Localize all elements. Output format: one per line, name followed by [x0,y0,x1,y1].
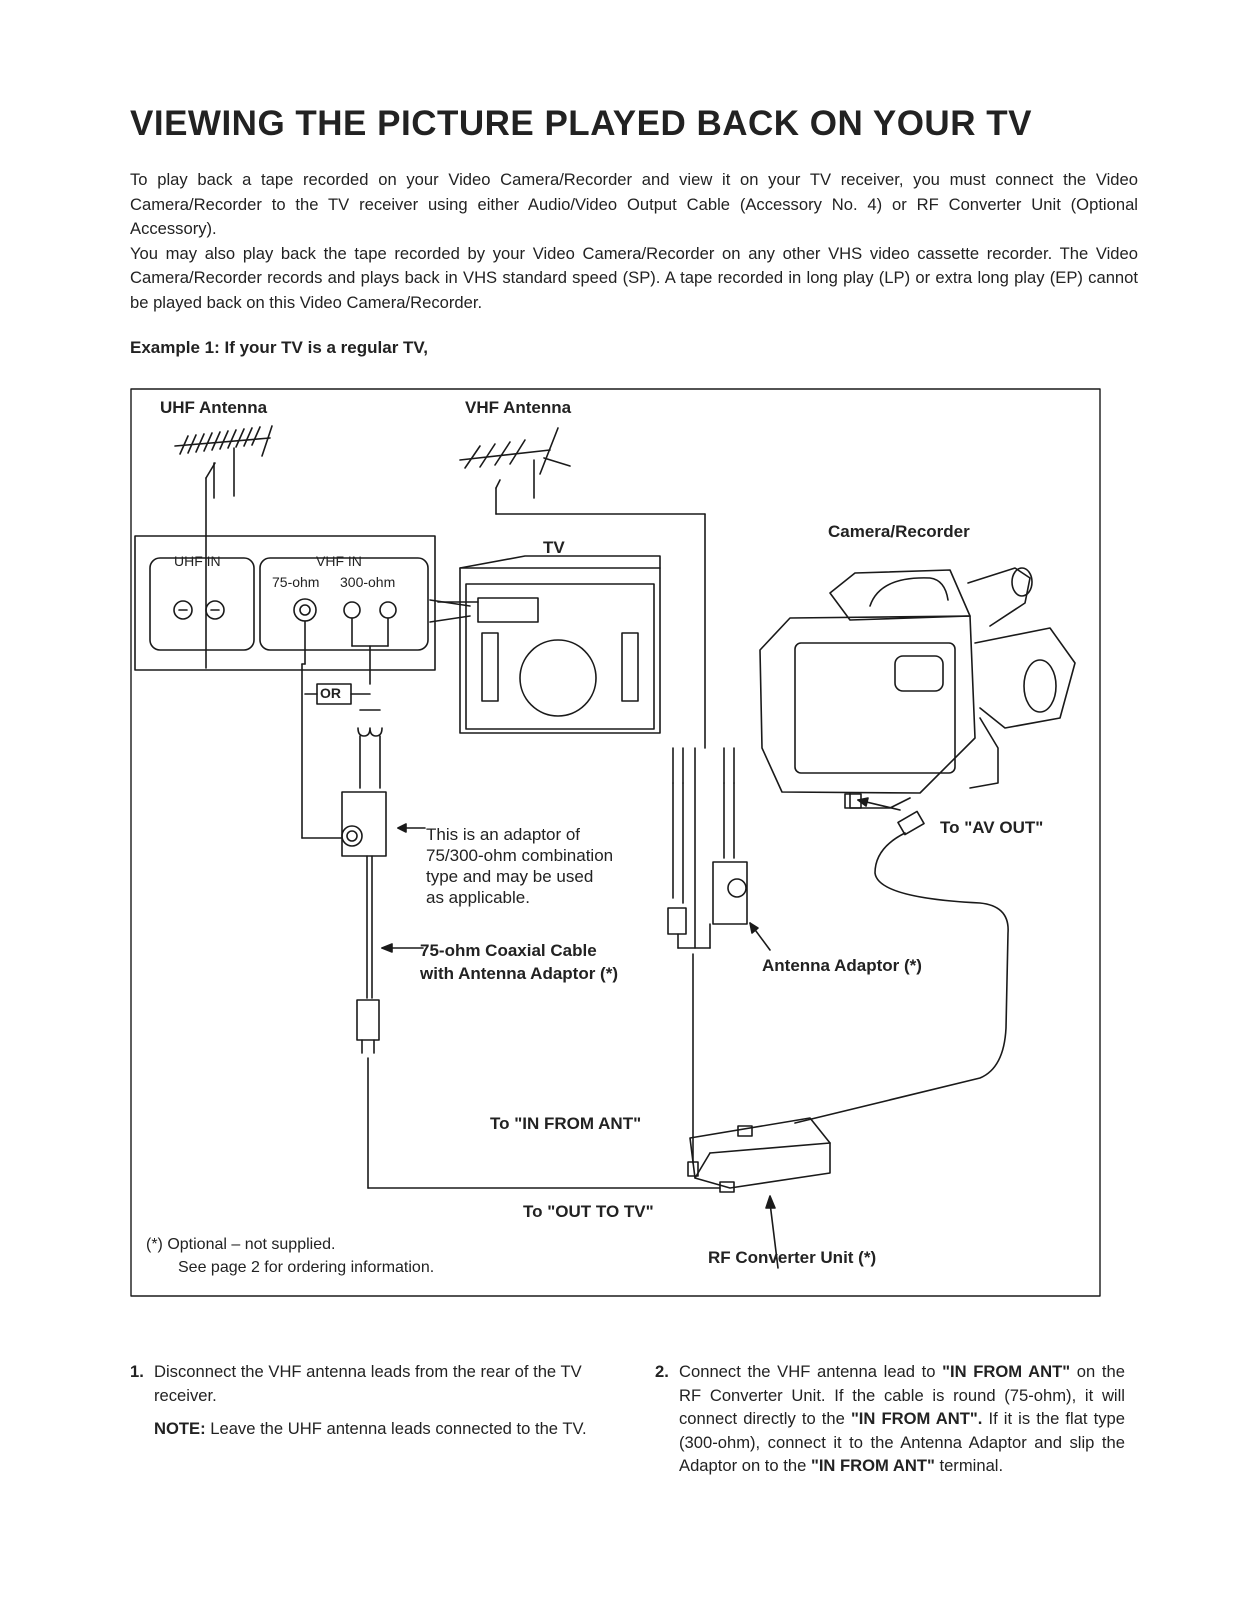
antenna-adaptor-label: Antenna Adaptor (*) [762,956,922,975]
coax-note-line-1: 75-ohm Coaxial Cable [420,941,597,960]
to-in-from-ant-label: To "IN FROM ANT" [490,1114,642,1133]
to-av-out-label: To "AV OUT" [940,818,1044,837]
step-2-text: Connect the VHF antenna lead to "IN FROM… [679,1360,1125,1478]
optional-note-line-1: (*) Optional – not supplied. [146,1236,336,1253]
step-1-note: NOTE: Leave the UHF antenna leads connec… [154,1417,600,1441]
antenna-adaptor-drawing [667,747,771,951]
connection-diagram: UHF Antenna VHF Antenna TV Camera/Record… [130,388,1130,1331]
intro-paragraph-1: To play back a tape recorded on your Vid… [130,170,1138,238]
vhf-antenna-label: VHF Antenna [465,398,572,417]
step-2-text-part-4: terminal. [939,1456,1004,1475]
step-1: 1. Disconnect the VHF antenna leads from… [130,1360,600,1441]
note-text: Leave the UHF antenna leads connected to… [210,1419,587,1438]
camera-recorder-label: Camera/Recorder [828,522,970,541]
step-2: 2. Connect the VHF antenna lead to "IN F… [655,1360,1125,1478]
optional-note: (*) Optional – not supplied. See page 2 … [146,1233,434,1279]
adaptor-note-line-1: This is an adaptor of [426,825,581,844]
example-heading: Example 1: If your TV is a regular TV, [130,338,428,357]
optional-note-line-2: See page 2 for ordering information. [178,1259,435,1276]
ohm75-label: 75-ohm [272,574,320,590]
note-label: NOTE: [154,1419,206,1438]
coax-cable-note: 75-ohm Coaxial Cable with Antenna Adapto… [420,939,618,985]
camera-recorder-drawing [759,567,1076,809]
intro-paragraph-2: You may also play back the tape recorded… [130,243,1138,312]
uhf-antenna-drawing [174,425,273,669]
adaptor-note-line-4: as applicable. [426,888,530,907]
rf-converter-drawing [687,953,831,1269]
step-2-bold-3: "IN FROM ANT" [810,1456,935,1475]
page-title: VIEWING THE PICTURE PLAYED BACK ON YOUR … [130,104,1032,143]
adaptor-note-line-2: 75/300-ohm combination [426,846,614,865]
to-out-to-tv-label: To "OUT TO TV" [523,1202,654,1221]
ohm300-label: 300-ohm [340,574,396,590]
step-2-text-part-3: If it is the flat type (300-ohm), connec… [679,1409,1125,1475]
tv-set-drawing [437,555,661,734]
adaptor-note-line-3: type and may be used [426,867,594,886]
step-2-bold-2: "IN FROM ANT". [850,1409,983,1428]
step-2-text-part-2: on the RF Converter Unit. If the cable i… [679,1362,1125,1428]
tv-terminal-panel [134,535,471,839]
step-2-text-part-1: Connect the VHF antenna lead to [679,1362,936,1381]
or-label: OR [320,685,341,701]
figure-frame [130,388,1101,1297]
coax-note-line-2: with Antenna Adaptor (*) [420,964,618,983]
intro-text: To play back a tape recorded on your Vid… [130,168,1138,315]
av-cable-drawing [794,797,1009,1124]
or-adaptor-drawing [304,683,721,1189]
vhf-in-label: VHF IN [316,553,362,569]
step-2-bold-1: "IN FROM ANT" [942,1362,1071,1381]
step-2-number: 2. [655,1362,669,1381]
tv-label: TV [543,538,565,557]
diagram-drawing [130,388,1101,1297]
step-1-number: 1. [130,1362,144,1381]
vhf-antenna-drawing [459,427,706,949]
step-1-text: Disconnect the VHF antenna leads from th… [154,1362,582,1405]
adaptor-note: This is an adaptor of 75/300-ohm combina… [426,824,613,908]
uhf-antenna-label: UHF Antenna [160,398,268,417]
rf-converter-label: RF Converter Unit (*) [708,1248,877,1267]
uhf-in-label: UHF IN [174,553,221,569]
